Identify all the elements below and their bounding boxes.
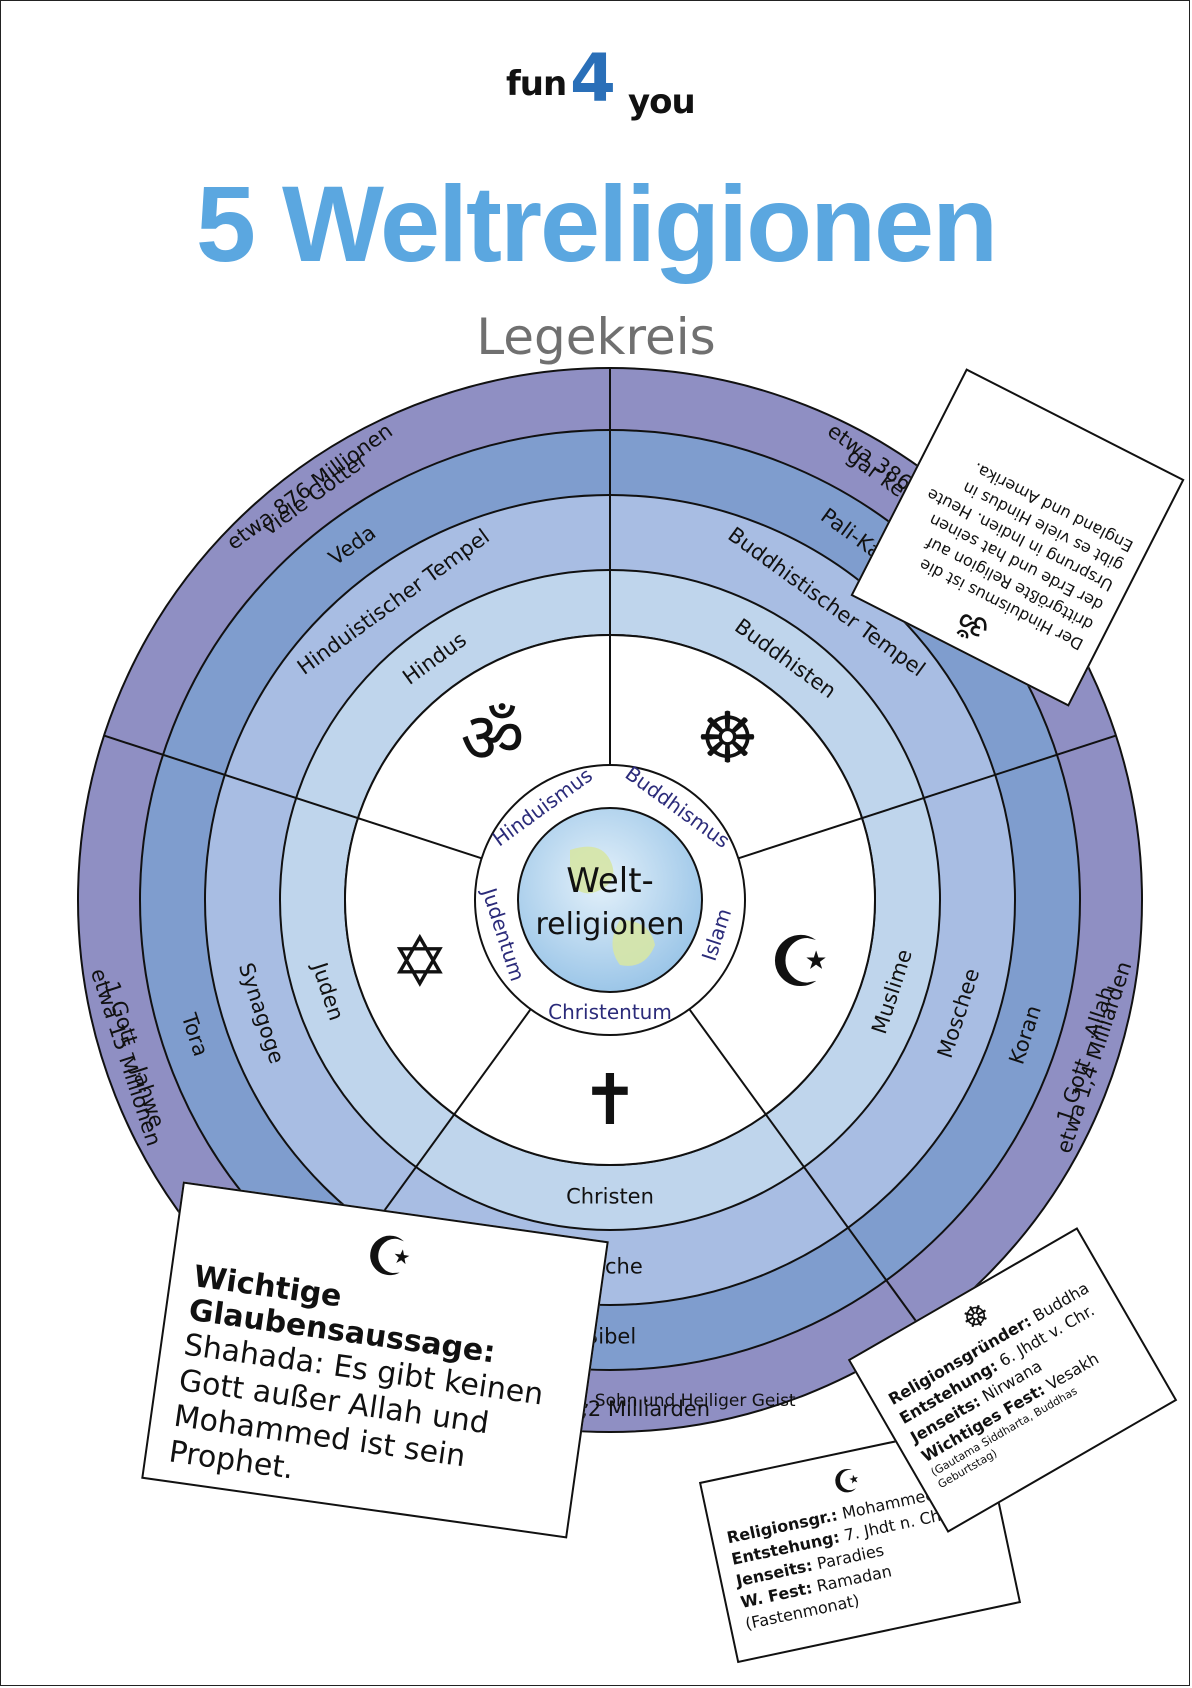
- sector-divider: [738, 734, 1117, 860]
- sector-divider: [688, 1008, 924, 1331]
- globe-land-shape: [570, 846, 614, 894]
- hinduismus-symbol-icon: ॐ: [461, 697, 525, 779]
- logo-four: 4: [570, 40, 616, 117]
- buddhismus-symbol-icon: ☸: [696, 697, 759, 779]
- globe-land-shape: [612, 920, 655, 966]
- christentum-symbol-icon: ✝: [581, 1059, 640, 1141]
- fun4you-logo: fun 4 you: [500, 30, 700, 122]
- islam-symbol-icon: ☪: [769, 921, 832, 1003]
- page-subtitle: Legekreis: [476, 308, 716, 366]
- center-title-line2: religionen: [535, 907, 684, 942]
- center-title-line1: Welt-: [566, 861, 654, 901]
- wheel-spokes: [103, 368, 1117, 1331]
- sector-divider: [103, 734, 482, 860]
- christentum-name: Christentum: [548, 1000, 672, 1024]
- page-title: 5 Weltreligionen: [195, 163, 998, 284]
- logo-fun: fun: [506, 64, 567, 104]
- globe-icon: [517, 807, 703, 993]
- card-islam-glaubensaussage[interactable]: ☪ Wichtige Glaubensaussage: Shahada: Es …: [141, 1181, 609, 1539]
- christentum-followers: Christen: [566, 1185, 654, 1209]
- logo-you: you: [628, 82, 696, 122]
- wheel-center: Welt-religionen: [517, 807, 703, 993]
- judentum-symbol-icon: ✡: [390, 921, 449, 1003]
